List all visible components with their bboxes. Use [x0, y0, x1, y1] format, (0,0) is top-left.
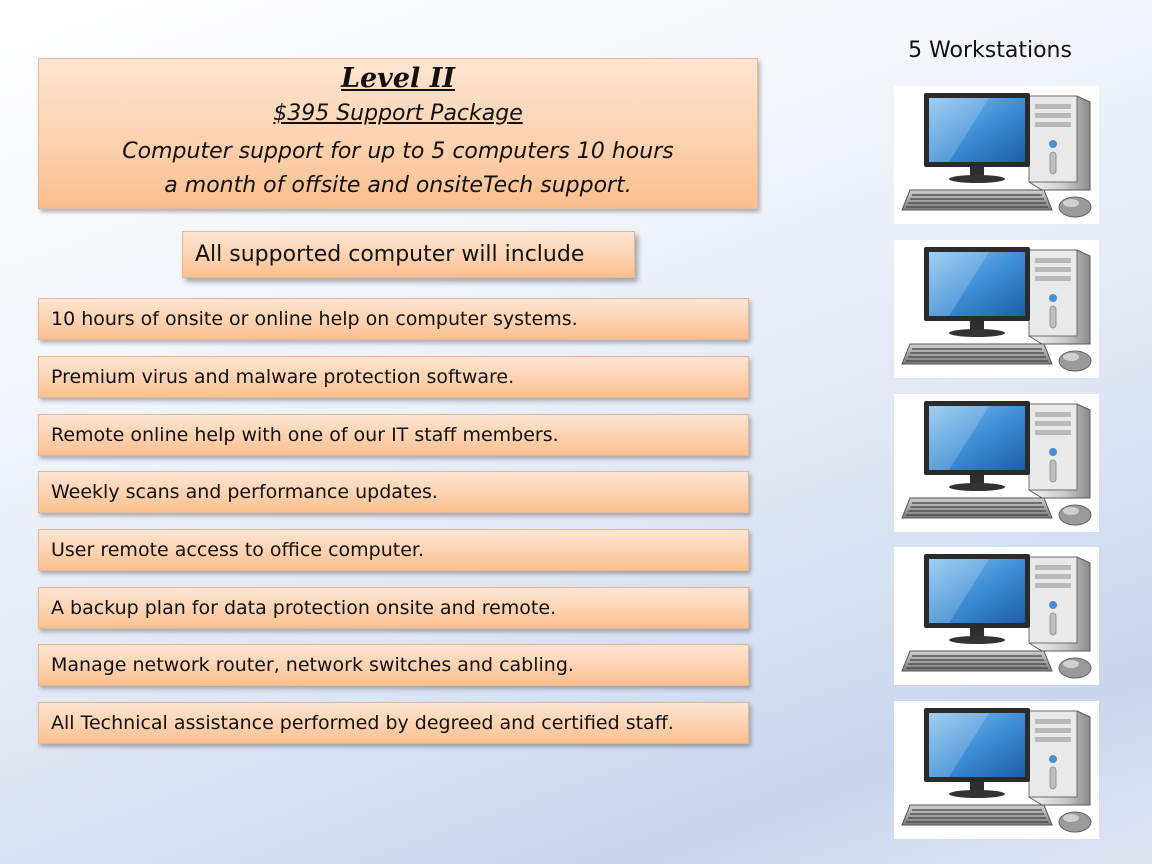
workstation-image [894, 240, 1099, 378]
feature-item: Weekly scans and performance updates. [38, 471, 749, 513]
package-header-box: Level II $395 Support Package Computer s… [38, 58, 758, 209]
workstation-image [894, 86, 1099, 224]
feature-item: Premium virus and malware protection sof… [38, 356, 749, 398]
feature-item: A backup plan for data protection onsite… [38, 587, 749, 629]
desktop-computer-icon [901, 93, 1092, 218]
package-description-line-2: a month of offsite and onsiteTech suppor… [164, 173, 632, 198]
desktop-computer-icon [901, 401, 1092, 526]
feature-item: 10 hours of onsite or online help on com… [38, 298, 749, 340]
package-description: Computer support for up to 5 computers 1… [99, 135, 697, 203]
desktop-computer-icon [901, 554, 1092, 679]
package-price: $395 Support Package [273, 101, 523, 126]
workstation-image [894, 394, 1099, 532]
desktop-computer-icon [901, 247, 1092, 372]
workstation-image [894, 701, 1099, 839]
feature-item: Manage network router, network switches … [38, 644, 749, 686]
feature-item: User remote access to office computer. [38, 529, 749, 571]
workstations-title: 5 Workstations [908, 38, 1072, 63]
feature-item: All Technical assistance performed by de… [38, 702, 749, 744]
workstation-image [894, 547, 1099, 685]
package-title: Level II [341, 63, 455, 94]
include-heading: All supported computer will include [182, 231, 635, 278]
feature-item: Remote online help with one of our IT st… [38, 414, 749, 456]
desktop-computer-icon [901, 708, 1092, 833]
package-description-line-1: Computer support for up to 5 computers 1… [122, 139, 674, 164]
